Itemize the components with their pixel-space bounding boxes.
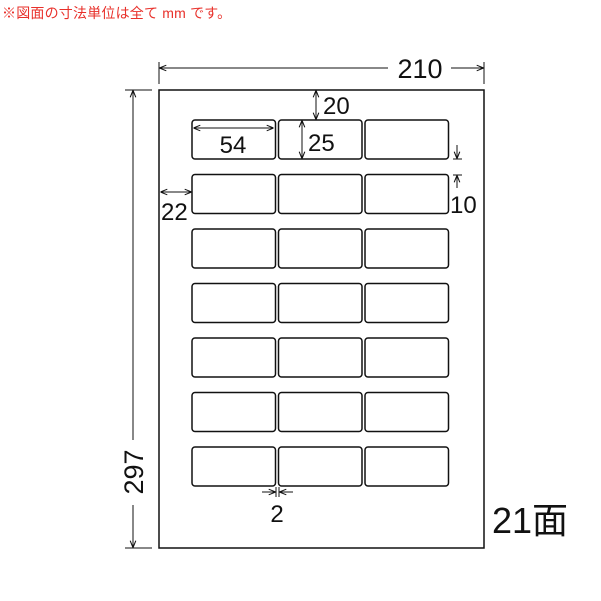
- label-cell: [364, 173, 450, 215]
- label-cell: [191, 119, 277, 160]
- label-cell: [277, 119, 363, 160]
- sheet-height-value: 297: [119, 449, 149, 494]
- sheet-width-value: 210: [397, 54, 442, 84]
- label-cell: [191, 337, 277, 378]
- label-cell: [277, 446, 363, 487]
- column-gap-dimension: 2: [262, 487, 293, 528]
- left-margin-value: 22: [161, 199, 188, 226]
- labels-grid: [191, 119, 450, 487]
- label-cell: [364, 446, 450, 487]
- top-margin-dimension: 20: [316, 91, 350, 120]
- label-count: 21面: [492, 500, 569, 541]
- top-margin-value: 20: [323, 93, 350, 120]
- label-cell: [364, 119, 450, 160]
- label-cell: [364, 337, 450, 378]
- label-cell: [364, 228, 450, 269]
- label-cell: [364, 391, 450, 433]
- label-cell: [277, 282, 363, 324]
- label-cell: [191, 391, 277, 433]
- sheet-height-dimension: 297: [119, 89, 152, 549]
- row-gap-dimension: 10: [450, 145, 477, 219]
- label-width-value: 54: [220, 132, 247, 159]
- label-cell: [277, 173, 363, 215]
- label-cell: [191, 173, 277, 215]
- label-height-value: 25: [308, 130, 335, 157]
- column-gap-value: 2: [270, 501, 283, 528]
- label-width-dimension: 54: [194, 128, 273, 159]
- label-height-dimension: 25: [302, 121, 335, 158]
- label-cell: [277, 337, 363, 378]
- label-cell: [277, 228, 363, 269]
- label-cell: [191, 228, 277, 269]
- label-cell: [191, 282, 277, 324]
- label-cell: [191, 446, 277, 487]
- row-gap-value: 10: [450, 192, 477, 219]
- label-cell: [364, 282, 450, 324]
- sheet-width-dimension: 210: [158, 54, 485, 84]
- left-margin-dimension: 22: [161, 192, 191, 226]
- label-cell: [277, 391, 363, 433]
- sheet-outline: [158, 89, 485, 549]
- units-note: ※図面の寸法単位は全て mm です。: [2, 5, 232, 21]
